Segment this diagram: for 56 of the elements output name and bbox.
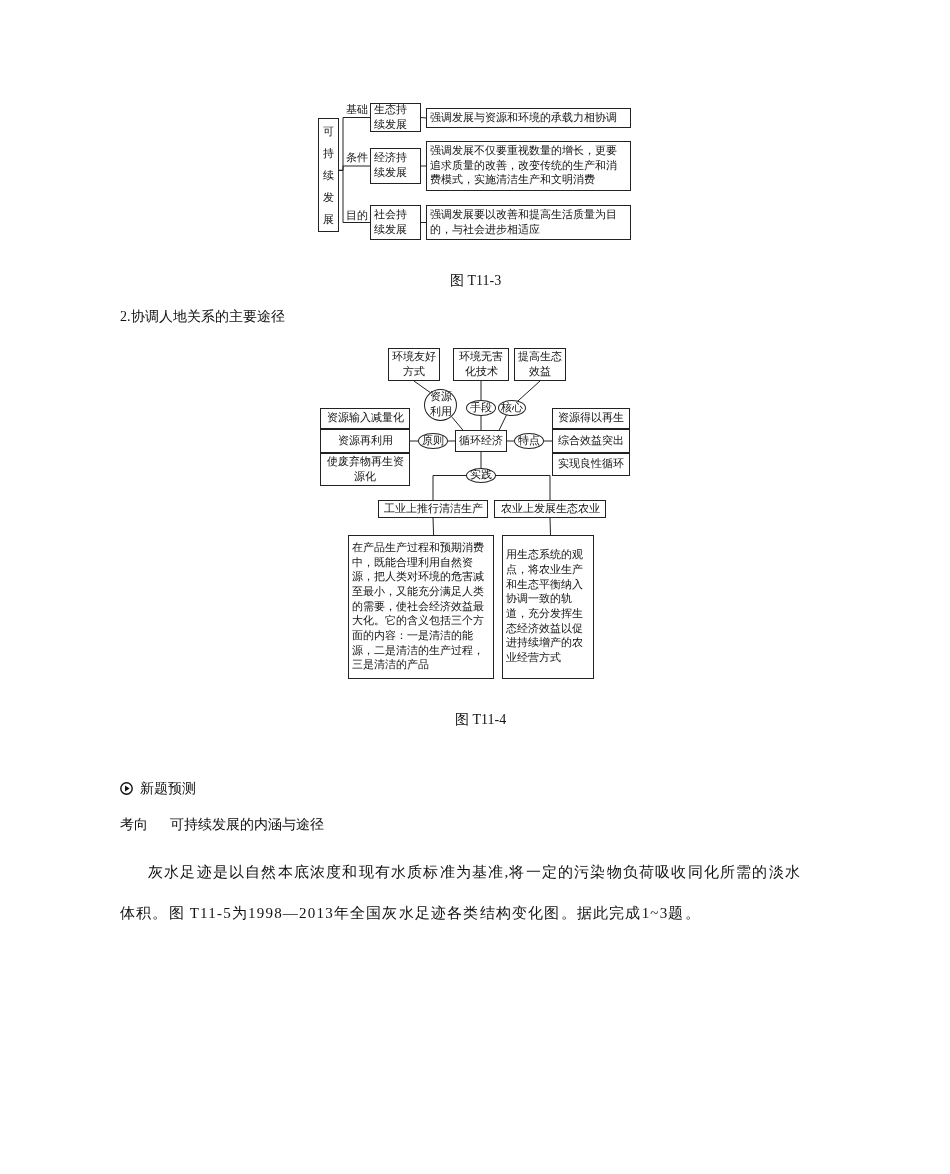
text-box: 在产品生产过程和预期消费中，既能合理利用自然资源，把人类对环境的危害减至最小，又能充分满足人类的需要，使社会经济效益最大化。它的含义包括三个方面的内容：一是清洁的能源，二是清洁的生产过程，三是清洁的产品 bbox=[348, 535, 494, 679]
connector-line bbox=[543, 440, 553, 442]
figure-caption: 图 T11-4 bbox=[455, 711, 507, 729]
text-box: 强调发展要以改善和提高生活质量为目的，与社会进步相适应 bbox=[426, 205, 631, 240]
oval-label: 资源利用 bbox=[424, 389, 457, 421]
concept-box: 使废弃物再生资源化 bbox=[320, 453, 410, 486]
connector-line bbox=[420, 165, 427, 167]
connector-line bbox=[480, 415, 482, 431]
connector-line bbox=[480, 380, 482, 401]
concept-box: 环境无害化技术 bbox=[453, 348, 509, 381]
connector-line bbox=[338, 169, 371, 223]
concept-box: 农业上发展生态农业 bbox=[494, 500, 606, 518]
text-box: 用生态系统的观点，将农业生产和生态平衡纳入协调一致的轨道，充分发挥生态经济效益以促进持续增产的农业经营方式 bbox=[502, 535, 594, 679]
concept-box: 工业上推行清洁生产 bbox=[378, 500, 488, 518]
concept-box: 综合效益突出 bbox=[552, 429, 630, 453]
section-heading: 2.协调人地关系的主要途径 bbox=[120, 308, 285, 326]
connector-line bbox=[549, 517, 551, 536]
oval-label: 核心 bbox=[498, 400, 526, 416]
figure-caption: 图 T11-3 bbox=[450, 272, 502, 290]
edge-label: 目的 bbox=[345, 210, 369, 222]
concept-box: 环境友好方式 bbox=[388, 348, 440, 381]
oval-label: 实践 bbox=[466, 468, 496, 483]
connector-line bbox=[432, 517, 435, 536]
connector-line bbox=[413, 380, 432, 394]
text-box: 强调发展不仅要重视数量的增长，更要追求质量的改善，改变传统的生产和消费模式，实施清洁生产和文明消费 bbox=[426, 141, 631, 191]
connector-line bbox=[420, 117, 427, 119]
section-heading: 可持续发展的内涵与途径 bbox=[170, 816, 324, 834]
oval-label: 手段 bbox=[466, 400, 496, 416]
concept-box: 资源得以再生 bbox=[552, 408, 630, 429]
connector-line bbox=[420, 222, 427, 223]
text-box: 生态持续发展 bbox=[370, 103, 421, 132]
text-box: 强调发展与资源和环境的承载力相协调 bbox=[426, 108, 631, 128]
concept-box: 资源输入减量化 bbox=[320, 408, 410, 429]
oval-label: 原则 bbox=[418, 433, 448, 449]
concept-box: 实现良性循环 bbox=[552, 453, 630, 476]
concept-box: 提高生态效益 bbox=[514, 348, 566, 381]
question-paragraph: 灰水足迹是以自然本底浓度和现有水质标准为基准,将一定的污染物负荷吸收同化所需的淡水体积。图 T11-5为1998—2013年全国灰水足迹各类结构变化图。据此完成1~3题。 bbox=[120, 863, 802, 923]
oval-label: 特点 bbox=[514, 433, 544, 449]
connector-line bbox=[409, 440, 419, 442]
concept-box: 循环经济 bbox=[455, 430, 507, 452]
section-heading: 新题预测 bbox=[140, 780, 196, 798]
connector-line bbox=[506, 440, 515, 442]
edge-label: 条件 bbox=[345, 152, 369, 164]
concept-box: 资源再利用 bbox=[320, 429, 410, 453]
connector-line bbox=[480, 451, 482, 469]
section-label: 考向 bbox=[120, 816, 148, 834]
connector-line bbox=[517, 380, 541, 402]
text-box: 经济持续发展 bbox=[370, 148, 421, 184]
connector-line bbox=[447, 440, 456, 442]
connector-line bbox=[432, 475, 467, 501]
connector-line bbox=[495, 475, 551, 501]
text-box: 社会持续发展 bbox=[370, 205, 421, 240]
connector-line bbox=[498, 414, 507, 431]
connector-line bbox=[451, 416, 464, 431]
title-box: 可持续发展 bbox=[318, 118, 339, 232]
edge-label: 基础 bbox=[345, 104, 369, 116]
